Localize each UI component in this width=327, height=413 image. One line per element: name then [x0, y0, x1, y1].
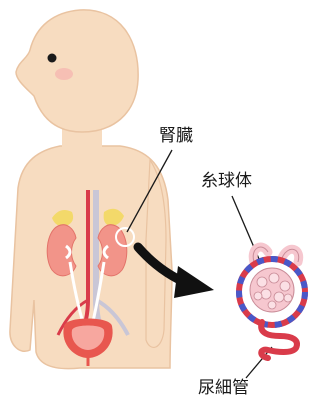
human-body	[10, 10, 172, 369]
cheek	[55, 68, 73, 80]
glomerulus-label: 糸球体	[201, 173, 252, 190]
glomerulus-tuft	[250, 268, 294, 312]
renal-tubule-label: 尿細管	[198, 380, 249, 397]
nephron	[239, 247, 305, 358]
kidney-label: 腎臓	[159, 128, 193, 145]
eye	[48, 54, 57, 63]
head	[16, 10, 138, 132]
